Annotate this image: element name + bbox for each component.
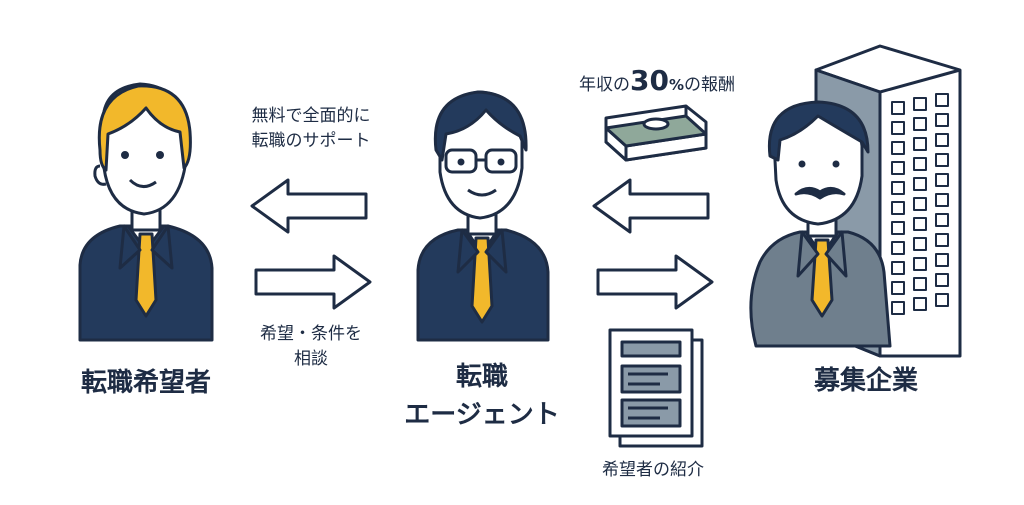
- building-window: [935, 93, 949, 107]
- resume-document-icon: [608, 328, 704, 448]
- building-window: [935, 273, 949, 287]
- fee-caption: 年収の30%の報酬: [552, 64, 762, 97]
- seeker-label: 転職希望者: [80, 368, 211, 398]
- fee-percent: %: [668, 76, 684, 94]
- agent-figure: [416, 90, 550, 342]
- fee-suffix: の報酬: [684, 75, 735, 95]
- building-window: [891, 241, 905, 255]
- building-window: [935, 253, 949, 267]
- money-stack-icon: [604, 104, 708, 162]
- building-window: [891, 281, 905, 295]
- fee-prefix: 年収の: [579, 75, 630, 95]
- support-caption: 無料で全面的に 転職のサポート: [226, 104, 396, 154]
- building-window: [935, 153, 949, 167]
- support-line2: 転職のサポート: [251, 131, 371, 151]
- introduce-caption: 希望者の紹介: [602, 460, 704, 480]
- arrow-seeker-to-agent: [254, 254, 372, 310]
- building-window: [913, 137, 927, 151]
- company-figure: [749, 100, 892, 348]
- support-line1: 無料で全面的に: [251, 106, 371, 126]
- building-window: [935, 193, 949, 207]
- building-window: [935, 173, 949, 187]
- building-window: [935, 233, 949, 247]
- building-window: [913, 237, 927, 251]
- agent-label-line2: エージェント: [404, 400, 560, 430]
- job-seeker-figure: [78, 82, 214, 342]
- building-window: [913, 177, 927, 191]
- building-window: [913, 257, 927, 271]
- consult-line2: 相談: [294, 349, 328, 369]
- agent-label-line1: 転職: [455, 362, 508, 392]
- arrow-company-to-agent: [592, 178, 710, 234]
- building-window: [891, 101, 905, 115]
- building-window: [913, 117, 927, 131]
- building-window: [913, 157, 927, 171]
- building-window: [891, 301, 905, 315]
- fee-number: 30: [630, 64, 669, 97]
- building-window: [935, 293, 949, 307]
- building-window: [913, 217, 927, 231]
- building-window: [913, 97, 927, 111]
- building-window: [891, 261, 905, 275]
- building-window: [891, 181, 905, 195]
- building-window: [891, 221, 905, 235]
- agent-label: 転職 エージェント: [392, 358, 572, 434]
- arrow-agent-to-company: [596, 254, 714, 310]
- arrow-agent-to-seeker: [250, 178, 368, 234]
- building-window: [913, 197, 927, 211]
- building-window: [891, 141, 905, 155]
- building-window: [891, 201, 905, 215]
- consult-line1: 希望・条件を: [260, 324, 362, 344]
- building-window: [935, 113, 949, 127]
- company-label: 募集企業: [813, 366, 918, 396]
- building-window: [891, 121, 905, 135]
- building-window: [913, 277, 927, 291]
- consult-caption: 希望・条件を 相談: [236, 322, 386, 372]
- building-window: [935, 133, 949, 147]
- building-window: [891, 161, 905, 175]
- building-window: [935, 213, 949, 227]
- building-window: [913, 297, 927, 311]
